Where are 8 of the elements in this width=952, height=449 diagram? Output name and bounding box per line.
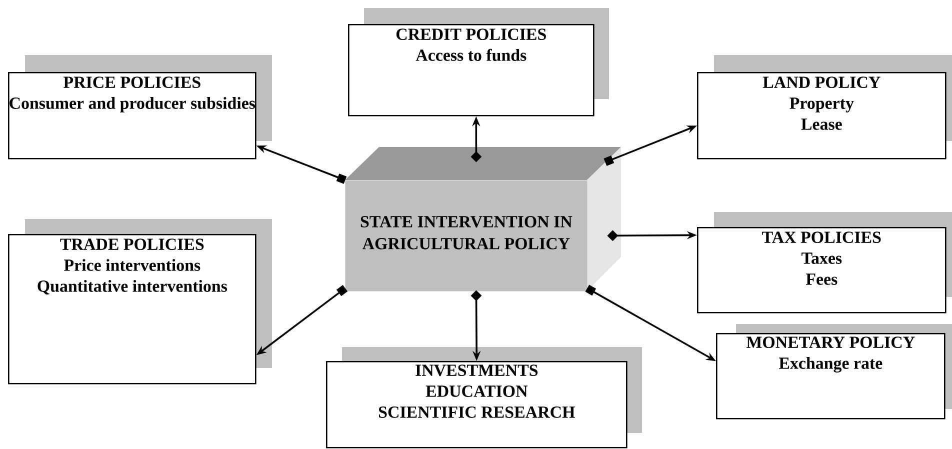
- policy-box: TRADE POLICIES Price interventions Quantitative interventions: [8, 234, 256, 384]
- block-3d: STATE INTERVENTION IN AGRICULTURAL POLICY: [345, 147, 621, 292]
- policy-box: MONETARY POLICY Exchange rate: [716, 333, 946, 420]
- policy-box: CREDIT POLICIES Access to funds: [348, 24, 594, 116]
- policy-box: LAND POLICY Property Lease: [697, 72, 946, 160]
- policy-box: INVESTMENTS EDUCATION SCIENTIFIC RESEARCH: [326, 361, 628, 448]
- policy-box: PRICE POLICIES Consumer and producer subsidies: [8, 72, 256, 160]
- policy-box: TAX POLICIES Taxes Fees: [697, 227, 946, 314]
